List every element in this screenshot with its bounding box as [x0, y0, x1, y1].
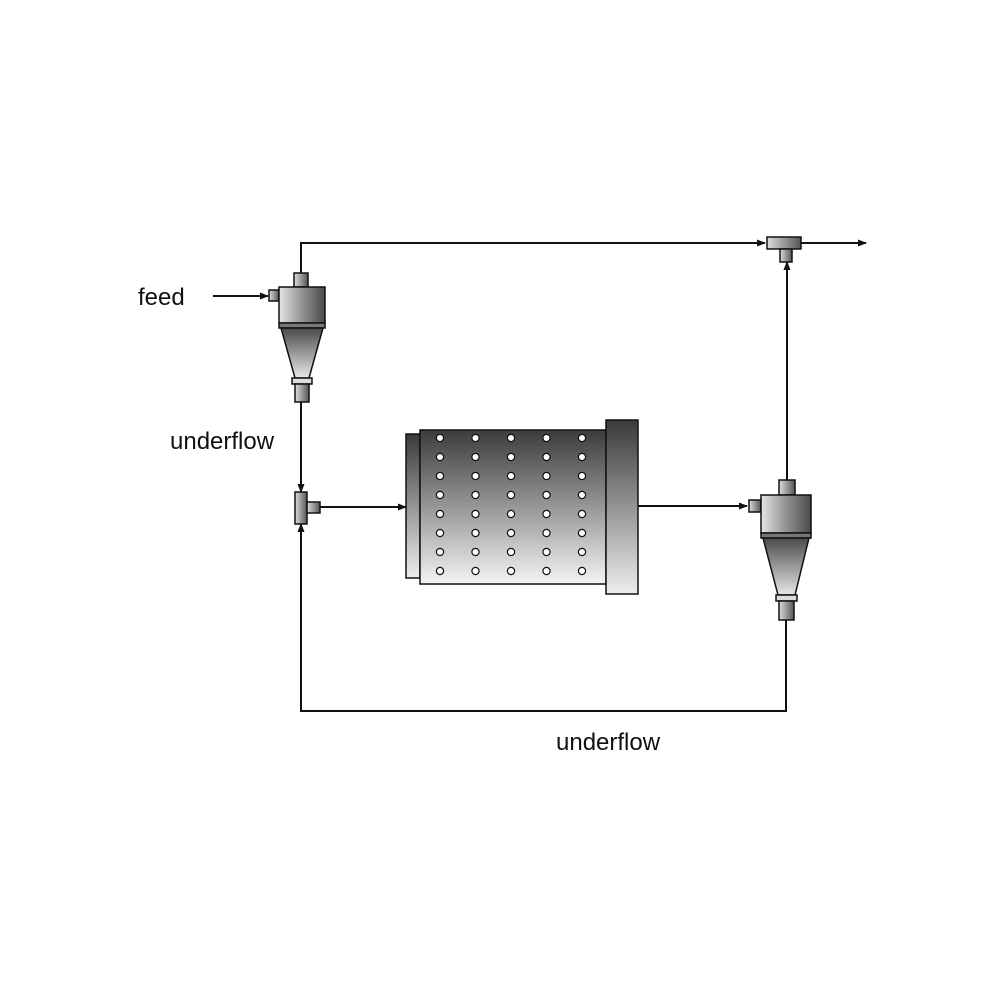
- mill-hole: [542, 528, 551, 538]
- mill-hole: [542, 509, 551, 519]
- mill-hole: [471, 566, 480, 576]
- mill-hole: [506, 433, 516, 443]
- secondary-underflow-label: underflow: [556, 729, 661, 756]
- mill-hole: [577, 490, 587, 500]
- product-junction: [766, 236, 802, 263]
- mill-hole: [577, 452, 587, 462]
- mill-hole: [506, 566, 516, 576]
- mill-discharge-end: [605, 419, 639, 595]
- mill-hole: [506, 509, 516, 519]
- mill-hole: [542, 452, 551, 462]
- mill-hole: [471, 471, 480, 481]
- mill-hole: [471, 433, 480, 443]
- ball-mill: [405, 419, 639, 595]
- mill-hole: [471, 528, 480, 538]
- mixing-junction: [294, 491, 321, 525]
- mill-feed-end: [405, 433, 421, 579]
- mill-hole: [577, 509, 587, 519]
- secondary-underflow-stream: [297, 523, 787, 712]
- mill-hole: [471, 490, 480, 500]
- mill-hole: [435, 547, 445, 557]
- mill-shell-holes: [435, 433, 587, 576]
- primary-underflow-label: underflow: [170, 428, 275, 455]
- mill-hole: [435, 490, 445, 500]
- primary-hydrocyclone: [268, 272, 326, 403]
- mill-hole: [506, 452, 516, 462]
- mill-hole: [542, 547, 551, 557]
- feed-label: feed: [138, 284, 185, 311]
- primary-overflow-stream: [300, 239, 766, 273]
- mill-hole: [506, 471, 516, 481]
- mill-hole: [577, 547, 587, 557]
- mill-hole: [577, 471, 587, 481]
- mill-hole: [435, 471, 445, 481]
- mill-hole: [542, 471, 551, 481]
- mill-hole: [435, 433, 445, 443]
- mill-hole: [435, 509, 445, 519]
- mill-hole: [542, 490, 551, 500]
- secondary-hydrocyclone: [748, 479, 812, 621]
- mill-hole: [471, 509, 480, 519]
- mill-hole: [506, 547, 516, 557]
- mill-hole: [506, 528, 516, 538]
- mill-hole: [471, 547, 480, 557]
- mill-hole: [577, 433, 587, 443]
- mill-hole: [506, 490, 516, 500]
- mill-hole: [435, 452, 445, 462]
- mill-hole: [471, 452, 480, 462]
- mill-hole: [542, 566, 551, 576]
- mill-hole: [435, 566, 445, 576]
- mill-hole: [542, 433, 551, 443]
- mill-hole: [435, 528, 445, 538]
- mill-hole: [577, 566, 587, 576]
- mill-shell: [419, 429, 607, 585]
- mill-hole: [577, 528, 587, 538]
